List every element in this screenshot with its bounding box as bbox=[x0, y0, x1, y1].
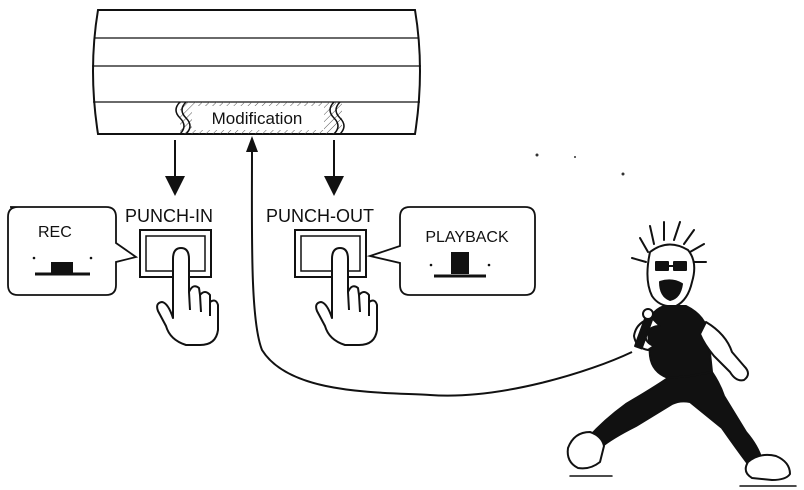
singer-hair bbox=[631, 221, 707, 263]
playback-button-icon bbox=[429, 252, 491, 278]
mic-cable bbox=[250, 149, 633, 397]
singer-head bbox=[646, 243, 696, 308]
left-break-mark bbox=[175, 101, 191, 135]
singer-icon bbox=[566, 221, 797, 487]
singer-torso bbox=[647, 305, 713, 379]
punch-out-button[interactable] bbox=[294, 229, 367, 278]
singer-arm-right bbox=[699, 321, 749, 382]
right-break-mark bbox=[329, 101, 345, 135]
mic-cable-arrowhead bbox=[246, 136, 258, 152]
paper-specks bbox=[535, 153, 625, 176]
modification-label: Modification bbox=[212, 109, 303, 128]
playback-callout: PLAYBACK bbox=[366, 206, 536, 296]
singer-mouth bbox=[659, 279, 683, 301]
singer-pants bbox=[587, 371, 763, 465]
rec-label: REC bbox=[38, 224, 72, 241]
playback-label: PLAYBACK bbox=[425, 229, 509, 246]
punch-out-label: PUNCH-OUT bbox=[266, 206, 374, 226]
punch-out-finger-icon bbox=[315, 247, 378, 346]
singer-shoe-left bbox=[566, 431, 605, 470]
punch-in-label: PUNCH-IN bbox=[125, 206, 213, 226]
modification-label-bg bbox=[192, 106, 324, 130]
tape-strip: Modification bbox=[92, 9, 421, 135]
modification-section: Modification bbox=[175, 101, 345, 135]
punch-in-finger-icon bbox=[156, 247, 219, 346]
rec-button-icon bbox=[32, 256, 93, 276]
rec-callout: REC bbox=[7, 206, 139, 296]
singer-shoe-right bbox=[744, 453, 791, 481]
